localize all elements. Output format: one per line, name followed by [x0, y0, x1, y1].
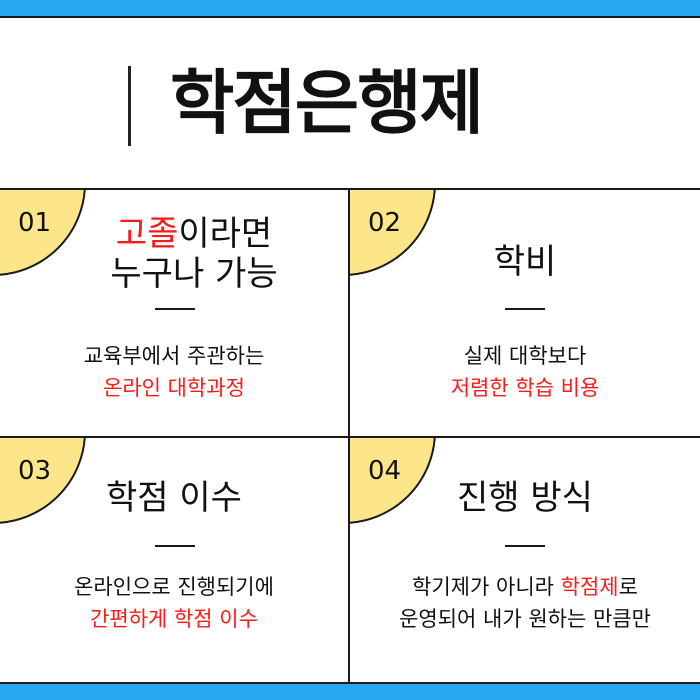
card-number: 01: [18, 208, 52, 238]
card-heading: 학점 이수: [106, 478, 242, 518]
card-description: 교육부에서 주관하는 온라인 대학과정: [0, 340, 348, 404]
heading-line2: 누구나 가능: [110, 254, 278, 294]
card-04: 04 진행 방식 학기제가 아니라 학점제로 운영되어 내가 원하는 만큼만: [350, 438, 700, 684]
desc-line2-highlight: 온라인 대학과정: [103, 376, 245, 400]
card-heading: 학비: [493, 242, 557, 282]
card-number: 04: [368, 456, 402, 486]
divider-dash: [505, 545, 545, 547]
divider-dash: [155, 545, 195, 547]
page-title: 학점은행제: [170, 62, 484, 144]
desc-line1-pre: 학기제가 아니라: [412, 575, 561, 599]
card-heading: 고졸이라면 누구나 가능: [20, 214, 348, 294]
desc-line2-highlight: 저렴한 학습 비용: [450, 376, 600, 400]
divider-dash: [505, 308, 545, 310]
desc-line1: 교육부에서 주관하는: [83, 344, 265, 368]
card-02: 02 학비 실제 대학보다 저렴한 학습 비용: [350, 190, 700, 438]
card-description: 학기제가 아니라 학점제로 운영되어 내가 원하는 만큼만: [350, 571, 700, 635]
card-03: 03 학점 이수 온라인으로 진행되기에 간편하게 학점 이수: [0, 438, 350, 684]
desc-line2-highlight: 간편하게 학점 이수: [90, 607, 258, 631]
card-number: 02: [368, 208, 402, 238]
card-description: 실제 대학보다 저렴한 학습 비용: [350, 340, 700, 404]
card-description: 온라인으로 진행되기에 간편하게 학점 이수: [0, 571, 348, 635]
card-heading: 진행 방식: [457, 478, 593, 518]
divider-dash: [155, 308, 195, 310]
desc-line1: 온라인으로 진행되기에: [74, 575, 274, 599]
card-number: 03: [18, 456, 52, 486]
bottom-accent-bar: [0, 682, 700, 700]
heading-highlight: 고졸: [115, 214, 179, 254]
feature-grid: 01 고졸이라면 누구나 가능 교육부에서 주관하는 온라인 대학과정 02 학…: [0, 188, 700, 684]
desc-line1-post: 로: [618, 575, 638, 599]
card-01: 01 고졸이라면 누구나 가능 교육부에서 주관하는 온라인 대학과정: [0, 190, 350, 438]
desc-line2: 운영되어 내가 원하는 만큼만: [399, 607, 651, 631]
desc-line1-highlight: 학점제: [560, 575, 619, 599]
desc-line1: 실제 대학보다: [463, 344, 587, 368]
heading-rest: 이라면: [178, 214, 273, 254]
top-accent-bar: [0, 0, 700, 18]
title-divider: [128, 66, 131, 146]
